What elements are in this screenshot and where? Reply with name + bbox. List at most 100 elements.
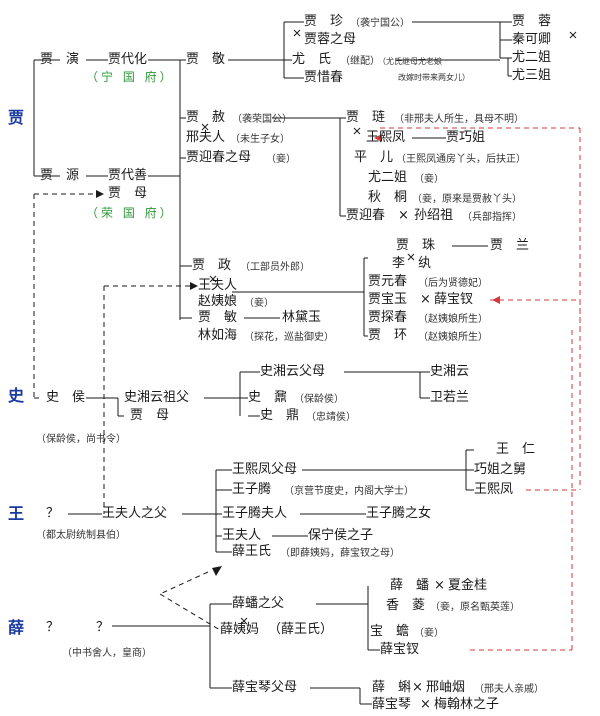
marriage-mark-pan: × [434,578,445,593]
node-jia-jing: 贾 敬 [186,52,226,67]
node-jia-huan: 贾 环 [368,328,408,343]
node-qin-keqing: 秦可卿 [512,32,552,47]
note-xue-wangshi: （即薛姨妈，薛宝钗之母） [280,548,400,559]
node-you-shi: 尤 氏 [292,52,332,67]
marriage-mark-baoqin: × [420,697,431,712]
node-jia-min: 贾 敏 [198,310,238,325]
note-xing-furen: （未生子女） [230,134,290,145]
note-jia-zheng: （工部员外郎） [240,262,310,273]
node-xiang-ling: 香 菱 [386,598,426,613]
node-jia-lian: 贾 琏 [346,110,386,125]
node-wei-ruolan: 卫若兰 [430,390,470,405]
node-shi-hou: 史 侯 [46,390,86,405]
node-you-erjie: 尤二姐 [512,50,552,65]
node-jia-yingchun: 贾迎春 [346,208,386,223]
mansion-label-rongguo: （荣 国 府） [86,206,175,220]
mansion-label-ningguo: （宁 国 府） [86,70,175,84]
node-jia-zheng: 贾 政 [192,258,232,273]
node-xue-unknown-1: ？ [46,620,60,635]
node-jia-mu: 贾 母 [108,186,148,201]
node-xing-furen: 邢夫人 [186,130,226,145]
node-lin-ruhai: 林如海 [198,328,238,343]
node-wang-xifeng-2: 王熙凤 [474,482,514,497]
node-shi-nai: 史 鼐 [248,390,288,405]
node-wang-ziteng: 王子腾 [232,482,272,497]
node-xue-pan-father: 薛蟠之父 [232,596,285,611]
node-jia-lan: 贾 兰 [490,238,530,253]
node-xifeng-parents: 王熙凤父母 [232,462,298,477]
note-you-shi: （继配） [340,56,380,67]
node-ziteng-daughter: 王子腾之女 [366,506,432,521]
note-shi-ding: （忠靖侯） [306,412,356,423]
note-jia-huan: （赵姨娘所生） [418,332,488,343]
note-jia-tanchun: （赵姨娘所生） [418,314,488,325]
note-lin-ruhai: （探花，巡盐御史） [244,332,334,343]
note-shi-nai: （保龄侯） [294,394,344,405]
node-xichun-mother: 贾蓉之母 [304,32,357,47]
node-jia-xichun: 贾惜春 [304,70,344,85]
node-wang-xifeng: 王熙凤 [366,130,406,145]
note-jia-lian: （非邢夫人所生，具母不明） [394,114,524,125]
node-wang-ren: 王 仁 [496,442,536,457]
node-jia-tanchun: 贾探春 [368,310,408,325]
note-you-shi-3: 改嫁时带来两女儿） [398,73,470,82]
node-xue-unknown-2: ？ [96,620,110,635]
note-xue-unknown: （中书舍人，皇商） [62,648,152,659]
node-xue-yima: 薛姨妈 [220,622,260,637]
note-sun-shaozu: （兵部指挥） [462,212,522,223]
node-xiangyun-parents: 史湘云父母 [260,364,326,379]
node-jia-daihua: 贾代化 [108,52,148,67]
node-qiaojie-uncle: 巧姐之舅 [474,462,527,477]
node-jia-yan: 贾 演 [40,52,80,67]
node-ping-er: 平 儿 [354,150,394,165]
node-shi-ding: 史 鼎 [260,408,300,423]
node-lin-daiyu: 林黛玉 [282,310,322,325]
note-ping-er: （王熙凤通房丫头，后扶正） [396,154,526,165]
clan-label-shi: 史 [8,386,25,405]
note-qiu-tong: （妾，原来是贾赦丫头） [412,194,522,205]
note-jia-zhen: （袭宁国公） [350,18,410,29]
note-you-shi-2: （尤氏继母尤老娘 [378,57,442,66]
node-shi-xiangyun: 史湘云 [430,364,470,379]
node-xue-pan: 薛 蟠 [390,578,430,593]
node-you-sanjie: 尤三姐 [512,68,552,83]
node-wang-unknown: ？ [46,506,60,521]
note-xiang-ling: （妾，原名甄英莲） [430,602,520,613]
node-jia-zhu: 贾 珠 [396,238,436,253]
marriage-mark-yingchun: × [398,208,409,223]
node-zhao-yiniang: 赵姨娘 [198,294,238,309]
clan-label-jia: 贾 [8,108,25,127]
node-wang-furen-2: 王夫人 [222,528,262,543]
node-yingchun-mother: 贾迎春之母 [186,150,252,165]
node-jia-yuanchun: 贾元春 [368,274,408,289]
node-xia-jingui: 夏金桂 [448,578,488,593]
node-sun-shaozu: 孙绍祖 [414,208,454,223]
marriage-mark-baoyu: × [420,292,431,307]
clan-label-wang: 王 [8,504,25,523]
node-bao-chan: 宝 蟾 [370,624,410,639]
node-jia-yuan: 贾 源 [40,168,80,183]
node-jia-she: 贾 赦 [186,110,226,125]
note-shi-hou: （保龄侯，尚书令） [36,434,126,445]
node-ziteng-wife: 王子腾夫人 [222,506,288,521]
node-jia-mu-2: 贾 母 [130,408,170,423]
node-wang-furen-father: 王夫人之父 [102,506,168,521]
node-xing-xiuyan: 邢岫烟 [426,680,466,695]
node-mei-hanlin-son: 梅翰林之子 [434,697,500,712]
node-jia-qiaojie: 贾巧姐 [446,130,486,145]
marriage-mark-ke: × [412,680,423,695]
node-qiu-tong: 秋 桐 [368,190,408,205]
node-baoning-son: 保宁侯之子 [308,528,374,543]
node-jia-zhen: 贾 珍 [304,14,344,29]
note-zhao-yiniang: （妾） [244,298,274,309]
node-jia-daishan: 贾代善 [108,168,148,183]
node-xue-baochai-2: 薛宝钗 [380,642,420,657]
node-jia-rong: 贾 蓉 [512,14,552,29]
note-xue-yima: （薛王氏） [268,622,334,637]
node-jia-baoyu: 贾宝玉 [368,292,408,307]
node-xue-baochai: 薛宝钗 [434,292,474,307]
note-wang-ziteng: （京营节度史，内阁大学士） [284,486,414,497]
note-yingchun-mother: （妾） [266,154,296,165]
node-wang-furen: 王夫人 [198,278,238,293]
